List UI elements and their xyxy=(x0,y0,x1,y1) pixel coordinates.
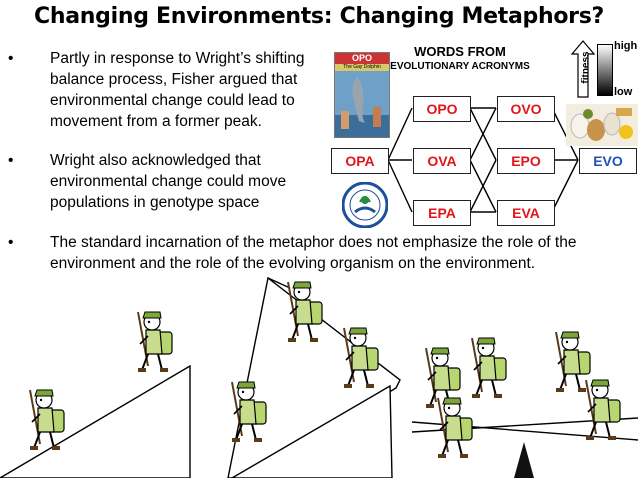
dolphin-illustration-icon xyxy=(335,71,389,137)
hiker-icon xyxy=(585,379,621,441)
climbers-illustration xyxy=(0,276,638,478)
node-ovo: OVO xyxy=(497,96,555,122)
fitness-grayscale-bar xyxy=(597,44,613,96)
bullet-text: Wright also acknowledged that environmen… xyxy=(50,152,287,211)
heading-line1: WORDS FROM xyxy=(414,44,506,59)
node-opa: OPA xyxy=(331,148,389,174)
epa-seal-icon xyxy=(342,182,388,228)
node-opo: OPO xyxy=(413,96,471,122)
bullet-text: The standard incarnation of the metaphor… xyxy=(50,234,577,272)
book-title: OPO xyxy=(335,53,389,64)
book-subtitle: The Gay Dolphin xyxy=(343,64,381,70)
slide-title: Changing Environments: Changing Metaphor… xyxy=(34,4,604,29)
fitness-high-label: high xyxy=(614,40,638,52)
hiker-icon xyxy=(29,389,65,451)
hiker-icon xyxy=(137,311,173,373)
node-eva: EVA xyxy=(497,200,555,226)
opo-book-cover-image: OPO The Gay Dolphin xyxy=(334,52,390,138)
bullet-text: Partly in response to Wright’s shifting … xyxy=(50,50,305,130)
fitness-arrow-icon xyxy=(571,40,595,98)
node-epa: EPA xyxy=(413,200,471,226)
hiker-icon xyxy=(471,337,507,399)
fitness-label: fitness xyxy=(580,51,592,84)
bullet-marker: • xyxy=(8,234,14,251)
node-epo: EPO xyxy=(497,148,555,174)
heading-line2: EVOLUTIONARY ACRONYMS xyxy=(390,61,530,72)
words-heading: WORDS FROM EVOLUTIONARY ACRONYMS xyxy=(390,44,530,74)
node-ova: OVA xyxy=(413,148,471,174)
egg-food-image xyxy=(566,104,638,146)
bullet-marker: • xyxy=(8,152,14,169)
fitness-low-label: low xyxy=(614,86,633,98)
hiker-icon xyxy=(555,331,591,393)
bullet-marker: • xyxy=(8,50,14,67)
hiker-icon xyxy=(437,397,473,459)
node-evo: EVO xyxy=(579,148,637,174)
